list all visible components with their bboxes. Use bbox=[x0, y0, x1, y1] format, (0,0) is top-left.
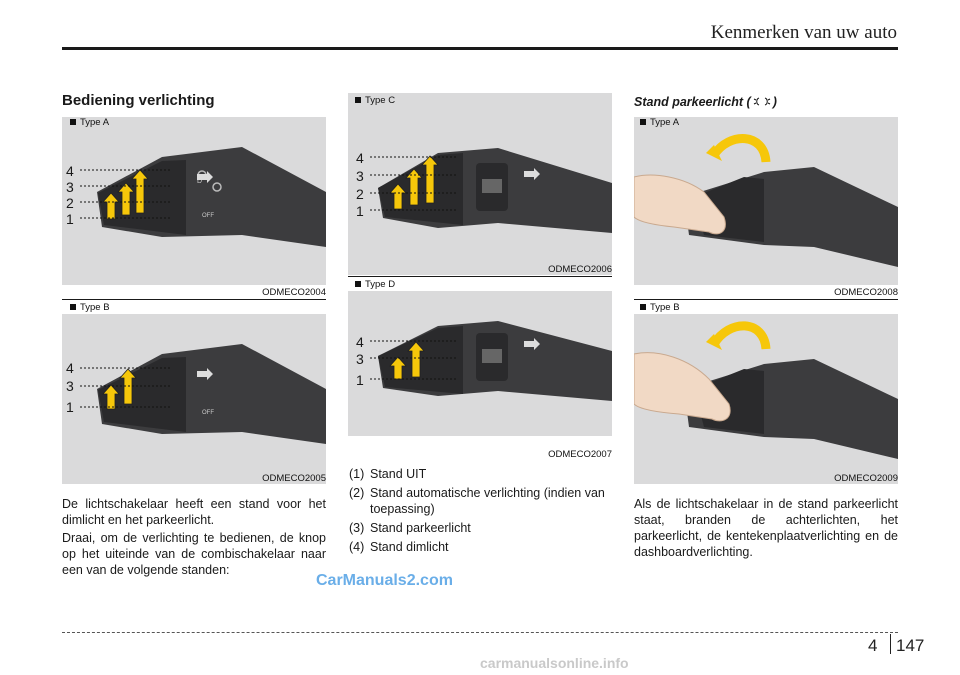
level-3: 3 bbox=[356, 168, 364, 184]
section-title-parking: Stand parkeerlicht () bbox=[634, 95, 777, 109]
list-item: (3)Stand parkeerlicht bbox=[349, 521, 471, 535]
list-item: (4)Stand dimlicht bbox=[349, 540, 449, 554]
body-paragraph-parking: Als de lichtschakelaar in de stand parke… bbox=[634, 497, 898, 559]
section-title: Bediening verlichting bbox=[62, 92, 215, 109]
svg-text:D: D bbox=[197, 178, 202, 185]
type-label-b: Type B bbox=[70, 302, 110, 313]
stalk-illustration: D OFF bbox=[80, 147, 326, 247]
type-label-a-hand: Type A bbox=[640, 117, 679, 128]
arrow-icon bbox=[389, 155, 439, 210]
figure-code-a-hand: ODMECO2008 bbox=[834, 287, 898, 298]
header-title: Kenmerken van uw auto bbox=[710, 22, 897, 43]
list-item: (1)Stand UIT bbox=[349, 467, 427, 481]
level-1: 1 bbox=[66, 399, 74, 415]
arrow-icon bbox=[389, 341, 425, 380]
watermark[interactable]: CarManuals2.com bbox=[316, 572, 453, 589]
figure-type-a-hand bbox=[634, 117, 898, 285]
figure-code-c: ODMECO2006 bbox=[548, 264, 612, 275]
level-3: 3 bbox=[356, 351, 364, 367]
body-paragraph-1: De lichtschakelaar heeft een stand voor … bbox=[62, 497, 326, 527]
chapter-number: 4 bbox=[868, 636, 878, 655]
page-separator bbox=[890, 634, 891, 654]
parking-light-icon bbox=[753, 97, 770, 106]
stalk-illustration bbox=[370, 321, 612, 401]
footer-rule bbox=[62, 632, 898, 633]
code-rule bbox=[348, 276, 612, 277]
type-label-d: Type D bbox=[355, 279, 395, 290]
level-3: 3 bbox=[66, 378, 74, 394]
level-3: 3 bbox=[66, 179, 74, 195]
header-rule bbox=[62, 47, 898, 50]
list-item: (2)Stand automatische verlichting (indie… bbox=[349, 486, 605, 516]
page-number: 147 bbox=[896, 636, 925, 655]
svg-text:OFF: OFF bbox=[202, 213, 214, 219]
hand-stalk-illustration bbox=[634, 134, 898, 267]
figure-type-c: 4 3 2 1 bbox=[348, 93, 612, 275]
figure-code-d: ODMECO2007 bbox=[548, 449, 612, 460]
stalk-illustration bbox=[370, 148, 612, 233]
level-4: 4 bbox=[356, 334, 364, 350]
figure-type-d: 4 3 1 bbox=[348, 291, 612, 436]
level-2: 2 bbox=[66, 195, 74, 211]
level-4: 4 bbox=[66, 163, 74, 179]
figure-type-b-hand bbox=[634, 314, 898, 484]
figure-code-a: ODMECO2004 bbox=[262, 287, 326, 298]
type-label-a: Type A bbox=[70, 117, 109, 128]
figure-code-b-hand: ODMECO2009 bbox=[834, 473, 898, 484]
footer-watermark: carmanualsonline.info bbox=[480, 655, 629, 671]
code-rule bbox=[62, 299, 326, 300]
type-label-c: Type C bbox=[355, 95, 395, 106]
type-label-b-hand: Type B bbox=[640, 302, 680, 313]
hand-stalk-illustration bbox=[634, 321, 898, 459]
code-rule bbox=[634, 299, 898, 300]
svg-text:OFF: OFF bbox=[202, 410, 214, 416]
level-1: 1 bbox=[66, 211, 74, 227]
level-4: 4 bbox=[356, 150, 364, 166]
level-1: 1 bbox=[356, 203, 364, 219]
body-paragraph-2: Draai, om de verlichting te bedienen, de… bbox=[62, 531, 326, 577]
figure-type-a: D OFF 4 3 2 1 bbox=[62, 117, 326, 285]
level-1: 1 bbox=[356, 372, 364, 388]
figure-code-b: ODMECO2005 bbox=[262, 473, 326, 484]
stalk-illustration: OFF bbox=[80, 344, 326, 444]
figure-type-b: OFF 4 3 1 bbox=[62, 314, 326, 484]
position-list: (1)Stand UIT (2)Stand automatische verli… bbox=[349, 466, 619, 558]
level-4: 4 bbox=[66, 360, 74, 376]
level-2: 2 bbox=[356, 186, 364, 202]
